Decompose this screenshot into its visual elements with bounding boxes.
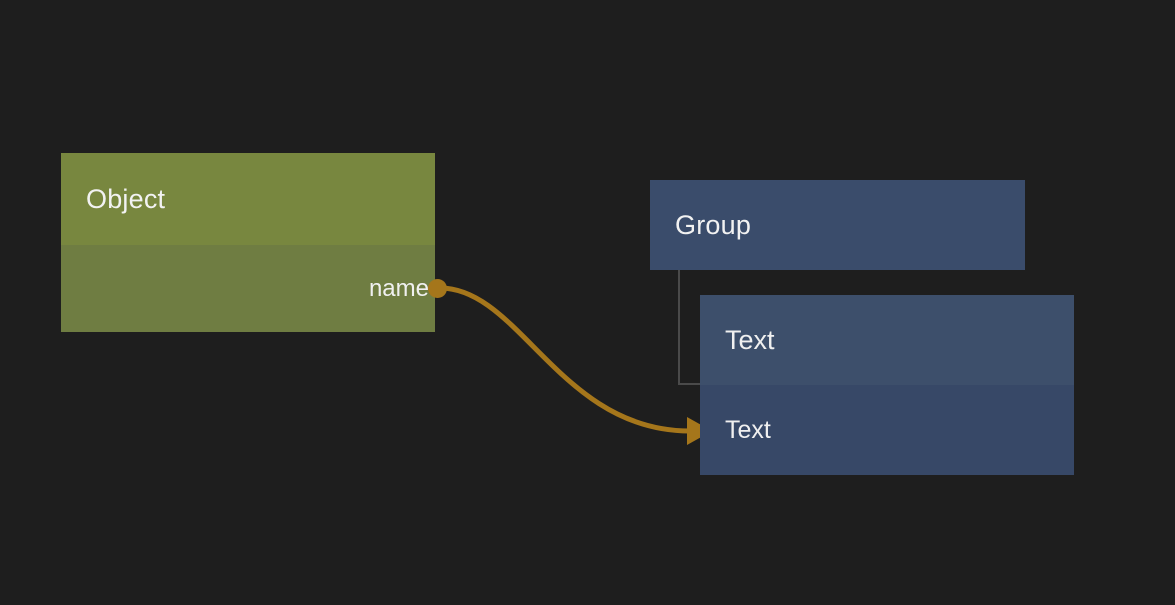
node-object-field-name[interactable]: name (61, 245, 435, 332)
node-object-title: Object (86, 183, 166, 214)
node-text-row-primary[interactable]: Text (700, 295, 1074, 385)
node-text-row-secondary[interactable]: Text (700, 385, 1074, 475)
node-text-primary-label: Text (725, 324, 775, 355)
output-port-name[interactable] (428, 279, 447, 298)
node-text-group[interactable]: Text Text (700, 295, 1074, 475)
connection-curve (437, 285, 693, 434)
node-object-field-label: name (368, 274, 429, 302)
node-text-secondary-label: Text (725, 415, 771, 444)
node-group-header[interactable]: Group (650, 180, 1025, 270)
group-bracket-connector (678, 270, 701, 385)
node-group[interactable]: Group (650, 180, 1025, 270)
node-object-header[interactable]: Object (61, 153, 435, 245)
node-group-title: Group (675, 209, 752, 240)
node-object[interactable]: Object name (61, 153, 435, 332)
